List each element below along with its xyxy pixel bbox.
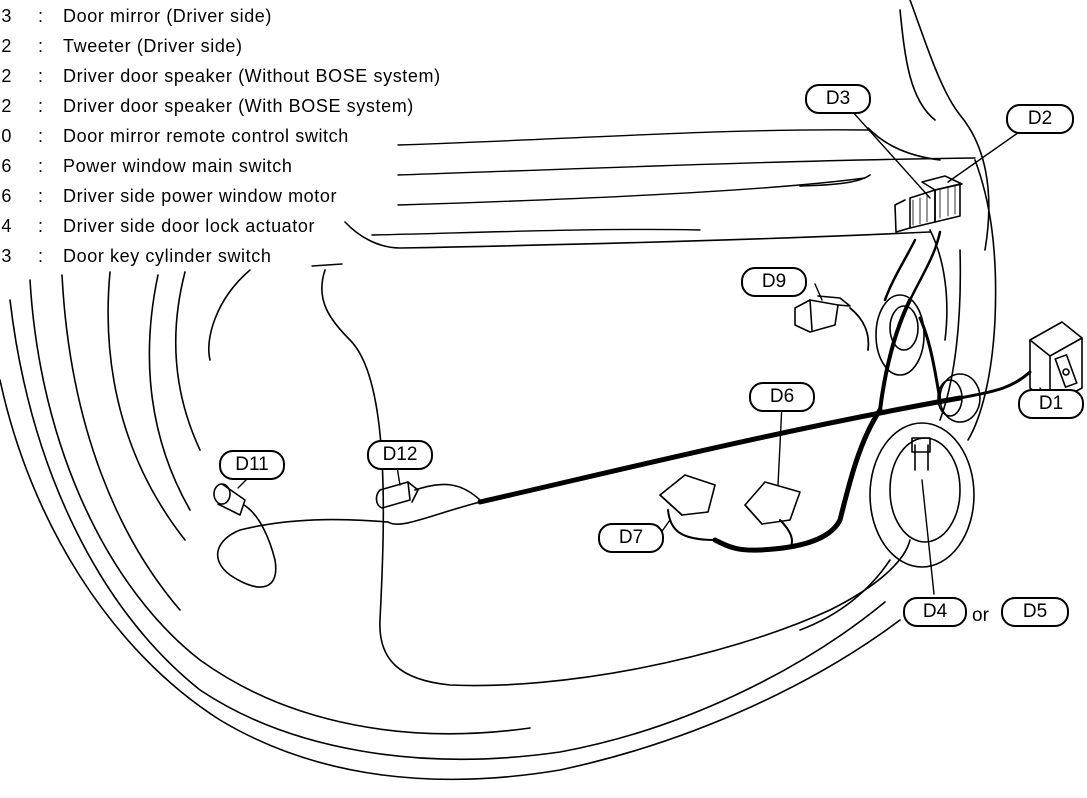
legend-description: Driver side door lock actuator xyxy=(63,216,316,236)
legend-description: Door mirror remote control switch xyxy=(63,126,349,146)
legend-description: Driver side power window motor xyxy=(63,186,338,206)
connector-badge-d7: D7 xyxy=(598,523,664,553)
legend-colon: : xyxy=(38,66,44,86)
legend-code: 4 xyxy=(1,216,12,236)
door-shell-outline xyxy=(0,0,997,781)
connector-badge-d9: D9 xyxy=(741,267,807,297)
legend-code: 2 xyxy=(1,96,12,116)
connector-d1-switch-box xyxy=(1029,321,1083,406)
connector-d6-d7-blocks xyxy=(659,474,801,525)
connector-badge-d12: D12 xyxy=(367,440,433,470)
legend-description: Tweeter (Driver side) xyxy=(63,36,243,56)
legend-code: 6 xyxy=(1,186,12,206)
legend-description: Door mirror (Driver side) xyxy=(63,6,273,26)
wiring-harness xyxy=(216,230,1032,588)
inner-trim-panel xyxy=(321,221,948,687)
legend-description: Door key cylinder switch xyxy=(63,246,272,266)
or-label: or xyxy=(972,605,989,626)
legend-colon: : xyxy=(38,126,44,146)
legend-colon: : xyxy=(38,156,44,176)
speaker-ring xyxy=(869,422,975,568)
legend-description: Driver door speaker (With BOSE system) xyxy=(63,96,414,116)
legend-colon: : xyxy=(38,36,44,56)
connector-badge-d4: D4 xyxy=(903,597,967,627)
legend-colon: : xyxy=(38,6,44,26)
connector-badge-d11: D11 xyxy=(219,450,285,480)
legend-code: 3 xyxy=(1,6,12,26)
connector-d11-d12-plugs xyxy=(213,481,419,516)
legend-colon: : xyxy=(38,96,44,116)
legend-colon: : xyxy=(38,216,44,236)
legend-code: 2 xyxy=(1,36,12,56)
connector-badge-d2: D2 xyxy=(1006,104,1074,134)
connector-badge-d6: D6 xyxy=(749,382,815,412)
legend-leader-lines xyxy=(311,129,976,267)
legend-code: 0 xyxy=(1,126,12,146)
connector-badge-d3: D3 xyxy=(805,84,871,114)
connector-d2-d3-blocks xyxy=(894,175,963,233)
connector-badge-d1: D1 xyxy=(1018,389,1084,419)
legend-description: Power window main switch xyxy=(63,156,293,176)
legend-code: 6 xyxy=(1,156,12,176)
legend-description: Driver door speaker (Without BOSE system… xyxy=(63,66,441,86)
legend-colon: : xyxy=(38,186,44,206)
connector-badge-d5: D5 xyxy=(1001,597,1069,627)
legend-code: 2 xyxy=(1,66,12,86)
connector-d9-block xyxy=(794,295,851,333)
legend-colon: : xyxy=(38,246,44,266)
legend-code: 3 xyxy=(1,246,12,266)
grommets xyxy=(875,294,981,423)
